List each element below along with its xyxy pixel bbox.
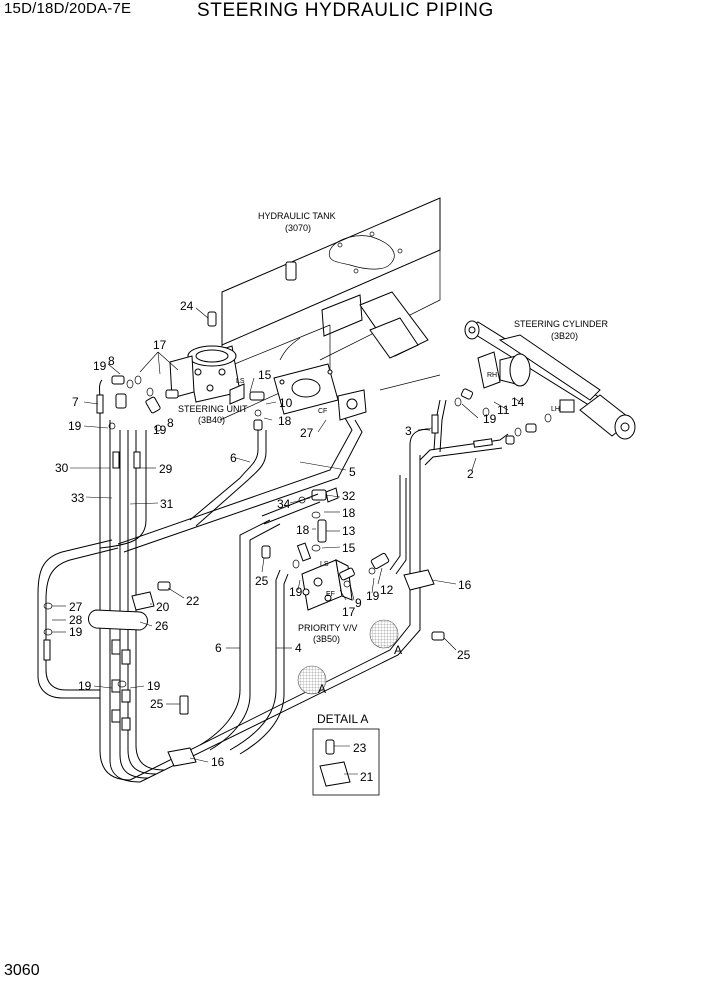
priority-valve-ref: (3B50): [313, 634, 340, 644]
callout-18: 18: [342, 506, 356, 520]
callout-27: 27: [69, 600, 83, 614]
section-mark-a-1: A: [318, 682, 326, 696]
callout-6: 6: [230, 451, 237, 465]
page-title: STEERING HYDRAULIC PIPING: [197, 0, 494, 21]
callout-11: 11: [497, 403, 510, 417]
callout-29: 29: [159, 462, 173, 476]
steering-unit-ref: (3B40): [198, 415, 225, 425]
callout-12: 12: [380, 583, 394, 597]
callout-14: 14: [511, 395, 525, 409]
hydraulic-tank-label: HYDRAULIC TANK: [258, 211, 336, 221]
cf-port-label: CF: [318, 408, 327, 415]
callout-17: 17: [153, 338, 167, 352]
callout-19: 19: [366, 589, 380, 603]
hydraulic-tank-ref: (3070): [285, 223, 311, 233]
callout-numbers: 24 17 19 8 7 19 19 8 15 10 18 27 3 19 11…: [55, 299, 525, 769]
ls-port-unit-label: LS: [236, 378, 245, 385]
callout-25: 25: [150, 697, 164, 711]
callout-30: 30: [55, 461, 69, 475]
detail-a-title: DETAIL A: [317, 712, 368, 726]
callout-25: 25: [457, 648, 471, 662]
callout-31: 31: [160, 497, 174, 511]
callout-22: 22: [186, 594, 200, 608]
steering-cylinder: [464, 320, 636, 440]
callout-27: 27: [300, 426, 314, 440]
section-markers: [297, 619, 399, 695]
callout-7: 7: [72, 395, 79, 409]
callout-19: 19: [153, 423, 167, 437]
callout-24: 24: [180, 299, 194, 313]
steering-cylinder-ref: (3B20): [551, 331, 578, 341]
pipe-network: [37, 311, 552, 783]
callout-9: 9: [355, 596, 362, 610]
ef-port-label: EF: [326, 591, 335, 598]
callout-19: 19: [289, 585, 303, 599]
callout-19: 19: [69, 625, 83, 639]
callout-19: 19: [78, 679, 92, 693]
callout-18: 18: [278, 414, 292, 428]
callout-33: 33: [71, 491, 85, 505]
callout-25: 25: [255, 574, 269, 588]
callout-19: 19: [483, 412, 497, 426]
callout-2: 2: [467, 467, 474, 481]
steering-unit-label: STEERING UNIT: [178, 404, 248, 414]
callout-10: 10: [279, 396, 293, 410]
callout-3: 3: [405, 424, 412, 438]
steering-unit: [169, 345, 245, 405]
callout-15: 15: [258, 368, 272, 382]
callout-26: 26: [155, 619, 169, 633]
section-mark-a-2: A: [394, 643, 402, 657]
steering-cylinder-label: STEERING CYLINDER: [514, 319, 609, 329]
detail-a-item-23: 23: [353, 741, 367, 755]
rh-port-label: RH: [487, 372, 497, 379]
callout-8: 8: [108, 354, 115, 368]
callout-34: 34: [277, 497, 291, 511]
flange-block: [273, 363, 367, 421]
callout-19: 19: [93, 359, 107, 373]
callout-4: 4: [295, 641, 302, 655]
callout-5: 5: [349, 465, 356, 479]
callout-19: 19: [147, 679, 161, 693]
model-code: 15D/18D/20DA-7E: [4, 0, 132, 17]
hydraulic-tank: [219, 197, 441, 421]
callout-6: 6: [215, 641, 222, 655]
priority-valve: [301, 487, 390, 611]
callout-32: 32: [342, 489, 356, 503]
ls-port-valve-label: LS: [320, 561, 329, 568]
callout-16: 16: [458, 578, 472, 592]
callout-15: 15: [342, 541, 356, 555]
lh-port-label: LH: [551, 406, 560, 413]
priority-valve-label: PRIORITY V/V: [298, 623, 357, 633]
callout-8: 8: [167, 416, 174, 430]
detail-a-box: [312, 728, 380, 796]
callout-28: 28: [69, 613, 83, 627]
callout-17: 17: [342, 605, 356, 619]
callout-18: 18: [296, 523, 310, 537]
callout-20: 20: [156, 600, 170, 614]
callout-19: 19: [68, 419, 82, 433]
detail-a-item-21: 21: [360, 770, 374, 784]
callout-13: 13: [342, 524, 356, 538]
leader-lines: [52, 307, 521, 763]
page-number: 3060: [4, 962, 40, 979]
callout-16: 16: [211, 755, 225, 769]
